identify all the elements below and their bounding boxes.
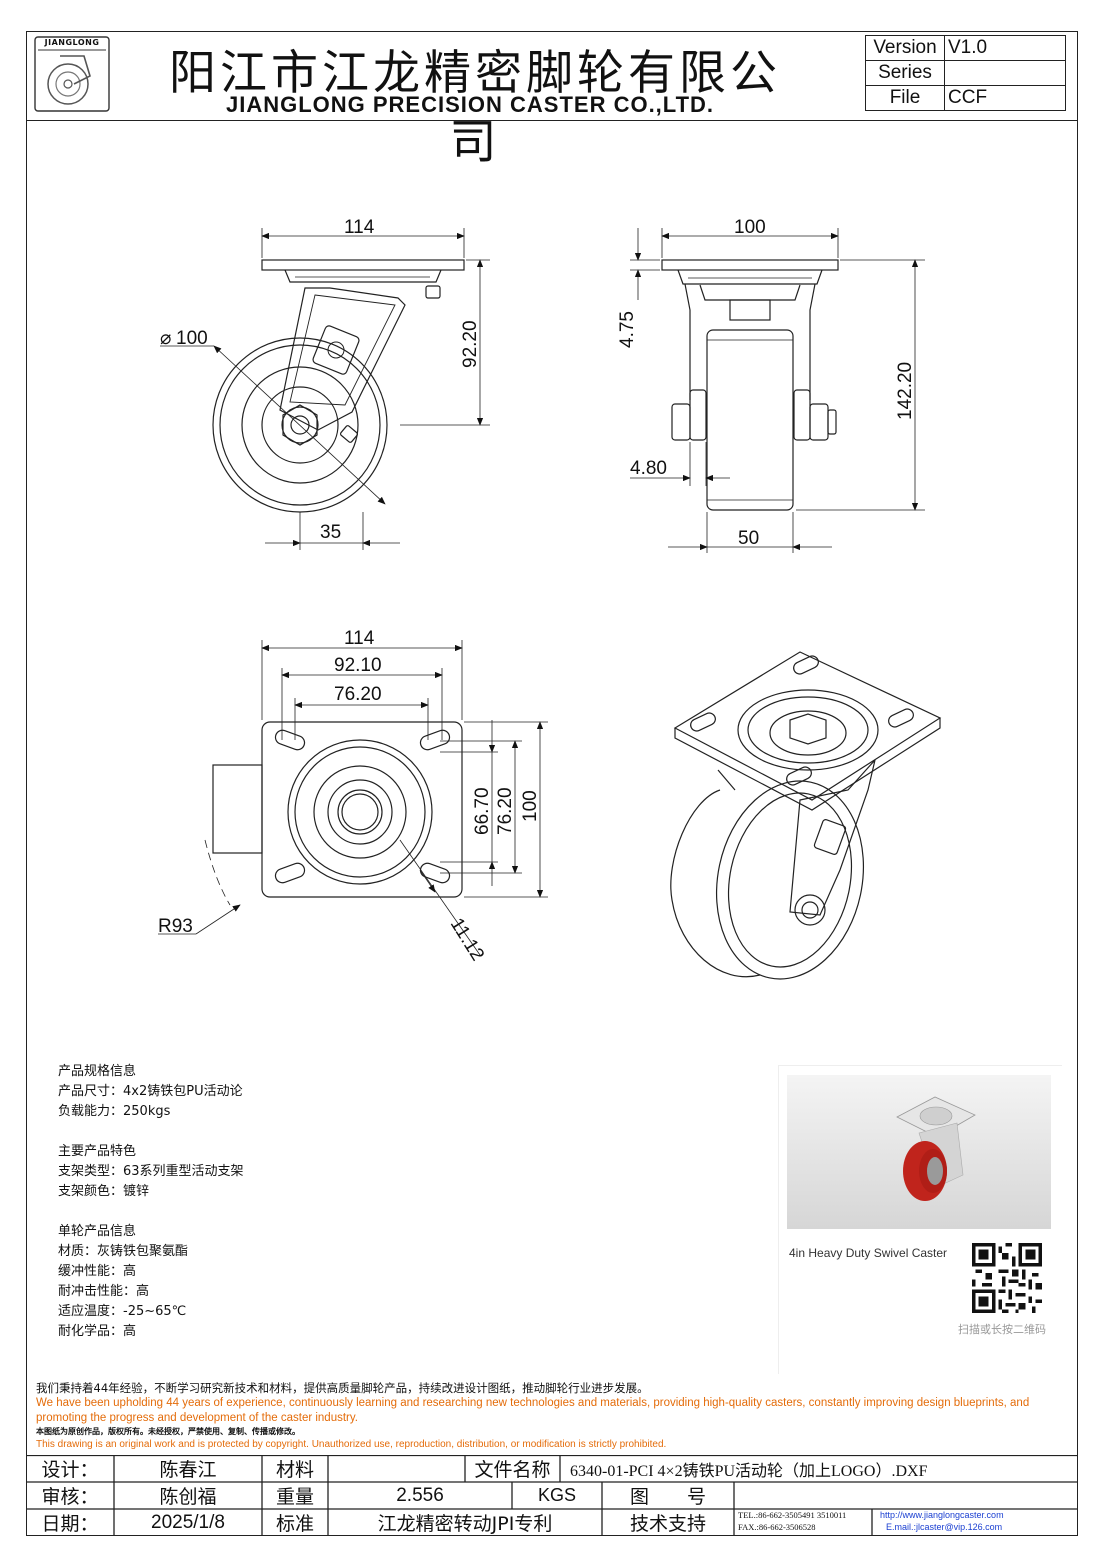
dim-top-plate-width: 114	[344, 628, 375, 649]
weight-unit: KGS	[537, 1485, 576, 1505]
dim-front-wheel-width: 50	[738, 528, 759, 549]
spec-line: 耐冲击性能：高	[58, 1284, 150, 1299]
company-logo-icon	[34, 36, 110, 112]
dim-top-v-hole-inner: 66.70	[472, 787, 493, 835]
version-value: V1.0	[944, 35, 1066, 61]
email-link[interactable]: E.mail.:jlcaster@vip.126.com	[886, 1522, 1003, 1532]
front-view	[630, 228, 925, 553]
date-label: 日期：	[41, 1513, 99, 1535]
dim-side-wheel-dia: 100	[176, 328, 208, 349]
contact-tel: TEL.:86-662-3505491 3510011	[738, 1510, 847, 1520]
filename-value: 6340-01-PCI 4×2铸铁PU活动轮（加上LOGO）.DXF	[570, 1462, 928, 1480]
version-key: Version	[865, 35, 945, 61]
mission-cn: 我们秉持着44年经验，不断学习研究新技术和材料，提供高质量脚轮产品，持续改进设计…	[36, 1381, 649, 1395]
material-value	[328, 1455, 465, 1482]
dim-front-total-height: 142.20	[895, 362, 916, 420]
spec-line: 耐化学品：高	[58, 1324, 137, 1339]
series-key: Series	[865, 60, 945, 86]
company-name-en: JIANGLONG PRECISION CASTER CO.,LTD.	[225, 92, 715, 117]
spec-section-title: 主要产品特色	[58, 1144, 137, 1159]
mission-en: We have been upholding 44 years of exper…	[36, 1397, 1030, 1424]
dim-front-plate-width: 100	[734, 217, 766, 238]
dim-front-plate-thick: 4.75	[617, 311, 638, 348]
top-view	[158, 640, 548, 956]
spec-line: 负载能力：250kgs	[58, 1104, 171, 1119]
dim-front-axle: 4.80	[630, 458, 667, 479]
dim-top-v-hole-outer: 76.20	[495, 787, 516, 835]
weight-value: 2.556	[396, 1484, 444, 1506]
side-view	[160, 228, 490, 550]
reviewer-value: 陈创福	[159, 1486, 217, 1508]
dim-top-hole-span-outer: 92.10	[334, 655, 382, 676]
copyright-cn: 本图纸为原创作品，版权所有。未经授权，严禁使用、复制、传播或修改。	[36, 1427, 300, 1436]
file-key: File	[865, 85, 945, 111]
spec-section-title: 产品规格信息	[58, 1064, 137, 1079]
spec-section-title: 单轮产品信息	[58, 1224, 137, 1239]
designer-label: 设计：	[41, 1459, 99, 1481]
support-label: 技术支持	[629, 1513, 706, 1535]
logo-text: JIANGLONG	[44, 38, 100, 47]
dim-top-slot: 11.12	[446, 915, 488, 965]
technical-drawing: 114 ⌀ 100 92.20 35	[158, 217, 942, 980]
title-block-grid	[26, 1455, 1078, 1536]
drawing-frame	[26, 31, 1078, 1536]
file-value: CCF	[944, 85, 1066, 111]
dim-top-hole-span-inner: 76.20	[334, 684, 382, 705]
qr-code-icon[interactable]	[972, 1243, 1042, 1313]
company-name-cn: 阳江市江龙精密脚轮有限公司	[169, 46, 781, 170]
qr-hint: 扫描或长按二维码	[958, 1323, 1046, 1336]
date-value: 2025/1/8	[151, 1511, 225, 1533]
product-photo	[787, 1075, 1051, 1229]
drawing-no-label: 图 号	[629, 1486, 706, 1508]
dim-side-dia-symbol: ⌀	[160, 328, 171, 349]
dim-side-plate-width: 114	[344, 217, 375, 238]
dim-top-plate-length: 100	[520, 790, 541, 822]
spec-line: 支架颜色：镀锌	[58, 1184, 150, 1199]
drawing-no-value	[734, 1482, 1078, 1509]
product-card-title: 4in Heavy Duty Swivel Caster	[789, 1246, 948, 1260]
contact-fax: FAX.:86-662-3506528	[738, 1522, 816, 1532]
spec-line: 支架类型：63系列重型活动支架	[58, 1164, 244, 1179]
spec-line: 材质：灰铸铁包聚氨酯	[58, 1244, 189, 1259]
material-label: 材料	[275, 1459, 314, 1481]
filename-label: 文件名称	[474, 1459, 551, 1481]
standard-value: 江龙精密转动JPI专利	[377, 1513, 553, 1535]
spec-line: 产品尺寸：4x2铸铁包PU活动论	[58, 1084, 243, 1099]
spec-line: 适应温度：-25~65℃	[58, 1304, 187, 1319]
copyright-en: This drawing is an original work and is …	[36, 1439, 667, 1450]
website-link[interactable]: http://www.jianglongcaster.com	[880, 1510, 1004, 1520]
series-row: Series	[865, 60, 1066, 86]
spec-line: 缓冲性能：高	[58, 1264, 137, 1279]
weight-label: 重量	[275, 1486, 314, 1508]
dim-top-swivel-radius: R93	[158, 916, 193, 937]
dim-side-height: 92.20	[460, 320, 481, 368]
designer-value: 陈春江	[159, 1459, 217, 1481]
product-card	[778, 1065, 1062, 1374]
standard-label: 标准	[275, 1513, 314, 1535]
spec-list: 产品规格信息 产品尺寸：4x2铸铁包PU活动论 负载能力：250kgs 主要产品…	[58, 1062, 244, 1342]
isometric-view	[670, 651, 942, 980]
mission-block: 我们秉持着44年经验，不断学习研究新技术和材料，提供高质量脚轮产品，持续改进设计…	[36, 1381, 1076, 1451]
reviewer-label: 审核：	[41, 1486, 99, 1508]
header-divider	[26, 120, 1078, 121]
dim-side-offset: 35	[320, 522, 341, 543]
series-value	[944, 60, 1066, 86]
